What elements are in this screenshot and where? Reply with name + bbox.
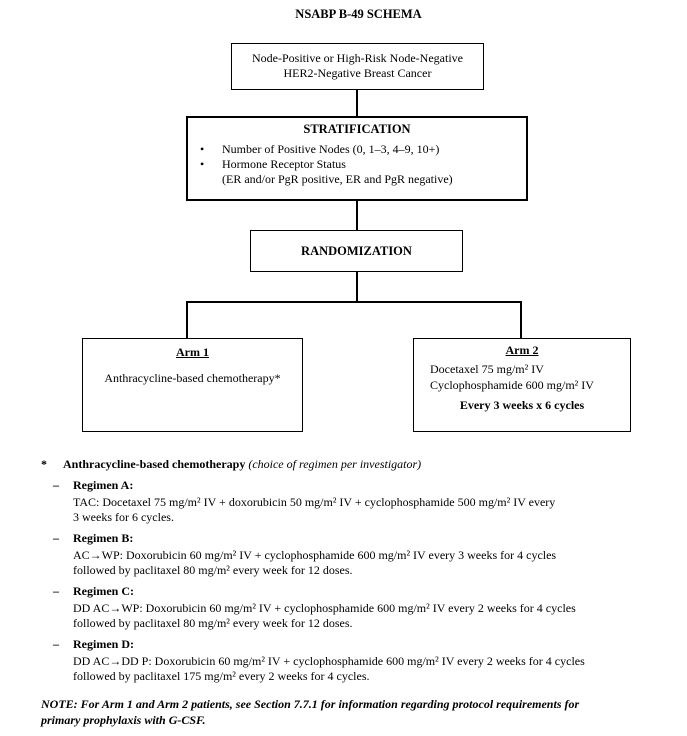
connector-randomization-to-branch — [356, 272, 358, 301]
arm2-drug-list: Docetaxel 75 mg/m² IV Cyclophosphamide 6… — [414, 362, 630, 393]
regimen-c-content: Regimen C: DD AC→WP: Doxorubicin 60 mg/m… — [73, 584, 576, 631]
stratification-box: STRATIFICATION • Number of Positive Node… — [186, 116, 528, 201]
footnote-title-bold: Anthracycline-based chemotherapy — [63, 457, 246, 471]
dash-marker: – — [53, 478, 59, 492]
arm2-heading: Arm 2 — [505, 343, 539, 357]
arm2-drug-2: Cyclophosphamide 600 mg/m² IV — [430, 377, 594, 392]
stratification-bullet-list: • Number of Positive Nodes (0, 1–3, 4–9,… — [188, 142, 526, 187]
arm2-schedule: Every 3 weeks x 6 cycles — [459, 398, 585, 412]
arm1-box: Arm 1 Anthracycline-based chemotherapy* — [82, 338, 303, 432]
regimen-b: – Regimen B: AC→WP: Doxorubicin 60 mg/m²… — [53, 531, 647, 578]
footnote-section: * Anthracycline-based chemotherapy (choi… — [41, 457, 647, 684]
branch-line-to-arm1 — [186, 301, 188, 338]
stratification-heading: STRATIFICATION — [303, 122, 411, 136]
dash-marker: – — [53, 531, 59, 545]
footnote-title-row: * Anthracycline-based chemotherapy (choi… — [41, 457, 647, 472]
connector-stratification-to-randomization — [356, 201, 358, 230]
randomization-box: RANDOMIZATION — [250, 230, 463, 272]
arm1-treatment: Anthracycline-based chemotherapy* — [104, 371, 281, 385]
regimen-b-label: Regimen B: — [73, 531, 134, 545]
dash-marker: – — [53, 637, 59, 651]
footnote-title: Anthracycline-based chemotherapy (choice… — [63, 457, 421, 472]
regimen-c: – Regimen C: DD AC→WP: Doxorubicin 60 mg… — [53, 584, 647, 631]
regimen-d-description: DD AC→DD P: Doxorubicin 60 mg/m² IV + cy… — [73, 654, 585, 683]
randomization-heading: RANDOMIZATION — [301, 243, 412, 258]
stratification-bullet-1: Number of Positive Nodes (0, 1–3, 4–9, 1… — [222, 142, 440, 156]
regimen-list: – Regimen A: TAC: Docetaxel 75 mg/m² IV … — [53, 478, 647, 684]
eligibility-line-1: Node-Positive or High-Risk Node-Negative — [252, 51, 463, 65]
eligibility-box: Node-Positive or High-Risk Node-Negative… — [231, 43, 484, 90]
regimen-d-label: Regimen D: — [73, 637, 134, 651]
regimen-d-content: Regimen D: DD AC→DD P: Doxorubicin 60 mg… — [73, 637, 585, 684]
branch-line-to-arm2 — [520, 301, 522, 338]
regimen-c-description: DD AC→WP: Doxorubicin 60 mg/m² IV + cycl… — [73, 601, 576, 630]
arm2-drug-1: Docetaxel 75 mg/m² IV — [430, 362, 544, 376]
schema-title: NSABP B-49 SCHEMA — [295, 7, 422, 21]
dash-marker: – — [53, 584, 59, 598]
stratification-bullet-2: Hormone Receptor Status (ER and/or PgR p… — [222, 157, 453, 186]
bullet-icon: • — [200, 142, 205, 156]
connector-eligibility-to-stratification — [356, 90, 358, 116]
branch-horizontal-line — [186, 301, 522, 303]
gcsf-note: NOTE: For Arm 1 and Arm 2 patients, see … — [41, 697, 580, 727]
regimen-c-label: Regimen C: — [73, 584, 134, 598]
regimen-a-label: Regimen A: — [73, 478, 134, 492]
regimen-b-description: AC→WP: Doxorubicin 60 mg/m² IV + cycloph… — [73, 548, 557, 577]
arm1-heading: Arm 1 — [176, 345, 209, 359]
regimen-b-content: Regimen B: AC→WP: Doxorubicin 60 mg/m² I… — [73, 531, 556, 578]
regimen-a: – Regimen A: TAC: Docetaxel 75 mg/m² IV … — [53, 478, 647, 525]
asterisk-marker: * — [41, 457, 47, 471]
eligibility-line-2: HER2-Negative Breast Cancer — [283, 66, 432, 80]
arm2-box: Arm 2 Docetaxel 75 mg/m² IV Cyclophospha… — [413, 338, 631, 432]
regimen-a-content: Regimen A: TAC: Docetaxel 75 mg/m² IV + … — [73, 478, 555, 525]
regimen-a-description: TAC: Docetaxel 75 mg/m² IV + doxorubicin… — [73, 495, 556, 524]
bullet-icon: • — [200, 157, 205, 171]
footnote-title-italic: (choice of regimen per investigator) — [248, 457, 422, 471]
regimen-d: – Regimen D: DD AC→DD P: Doxorubicin 60 … — [53, 637, 647, 684]
list-item: • Number of Positive Nodes (0, 1–3, 4–9,… — [195, 142, 526, 157]
list-item: • Hormone Receptor Status (ER and/or PgR… — [195, 157, 526, 187]
